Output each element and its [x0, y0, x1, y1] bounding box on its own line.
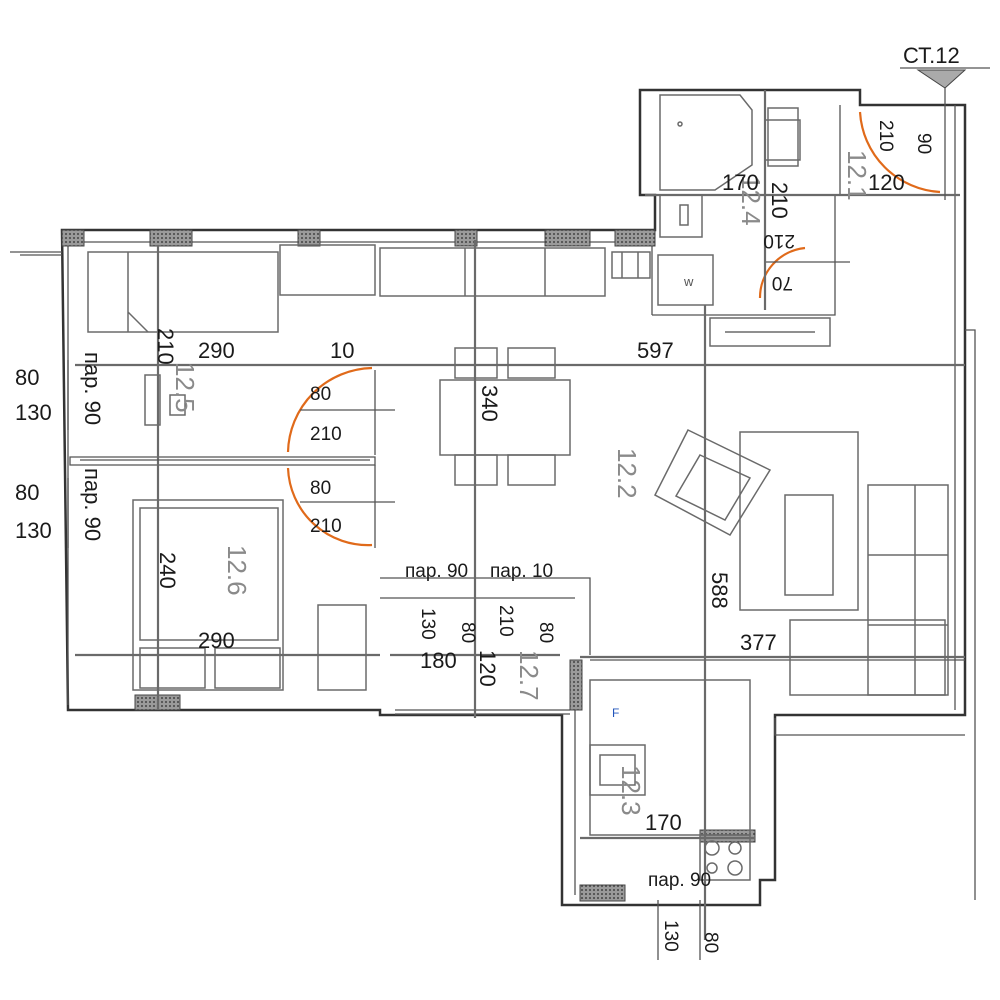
door-label: 210: [310, 424, 342, 445]
window-label: пар. 90: [648, 870, 711, 891]
window-label: 130: [15, 400, 52, 425]
dim-label: 340: [477, 385, 502, 422]
window-label: пар. 90: [80, 468, 105, 541]
section-marker: СТ.12: [900, 43, 990, 200]
dim-label: 120: [868, 170, 905, 195]
appliance-labels: w F: [612, 274, 694, 720]
window-label: пар. 10: [490, 561, 553, 582]
room-area-label: 12.4: [736, 175, 766, 226]
room-area-label: 12.7: [514, 650, 544, 701]
room-area-label: 12.1: [842, 150, 872, 201]
dim-label: 588: [707, 572, 732, 609]
room-area-label: 12.5: [170, 362, 200, 413]
dim-label: 170: [722, 170, 759, 195]
dim-label: 290: [198, 338, 235, 363]
door-label: 80: [457, 622, 478, 643]
dim-label: 120: [475, 650, 500, 687]
door-label: 70: [772, 272, 793, 293]
door-label: 80: [310, 384, 331, 405]
dimension-lines: [75, 90, 965, 940]
window-label: 80: [700, 932, 721, 953]
room-areas: 12.6 12.5 12.2 12.4 12.1 12.7 12.3: [170, 150, 872, 816]
window-label: 80: [15, 365, 39, 390]
section-stamp-label: СТ.12: [903, 43, 960, 68]
window-label: 80: [15, 480, 39, 505]
door-label: 80: [535, 622, 556, 643]
dimension-values: 290 10 597 210 340 240 290 588 377 180 1…: [153, 170, 905, 835]
window-label: пар. 90: [80, 352, 105, 425]
wall-columns: [61, 229, 756, 902]
dim-label: 210: [767, 182, 792, 219]
doors: [286, 111, 941, 547]
washer-label: w: [683, 274, 694, 289]
window-label: 130: [15, 518, 52, 543]
room-area-label: 12.6: [222, 545, 252, 596]
dim-label: 170: [645, 810, 682, 835]
door-label: 210: [310, 516, 342, 537]
dim-label: 180: [420, 648, 457, 673]
walls: [10, 88, 976, 907]
dim-label: 10: [330, 338, 354, 363]
window-label: пар. 90: [405, 561, 468, 582]
door-label: 210: [875, 120, 896, 152]
door-label: 210: [495, 605, 516, 637]
fridge-label: F: [612, 706, 619, 720]
dim-label: 597: [637, 338, 674, 363]
door-label: 90: [913, 133, 934, 154]
window-label: 130: [660, 920, 681, 952]
door-values: 80 210 80 210 210 70 210 90 130 80 210 8…: [310, 120, 934, 643]
dim-label: 210: [153, 328, 178, 365]
room-area-label: 12.2: [612, 448, 642, 499]
window-values: 80 130 пар. 90 80 130 пар. 90 пар. 90 па…: [15, 352, 721, 960]
dim-label: 240: [155, 552, 180, 589]
door-label: 130: [417, 608, 438, 640]
dim-label: 377: [740, 630, 777, 655]
door-label: 210: [763, 230, 795, 251]
furniture: [87, 94, 949, 881]
room-area-label: 12.3: [616, 765, 646, 816]
door-label: 80: [310, 478, 331, 499]
dim-label: 290: [198, 628, 235, 653]
